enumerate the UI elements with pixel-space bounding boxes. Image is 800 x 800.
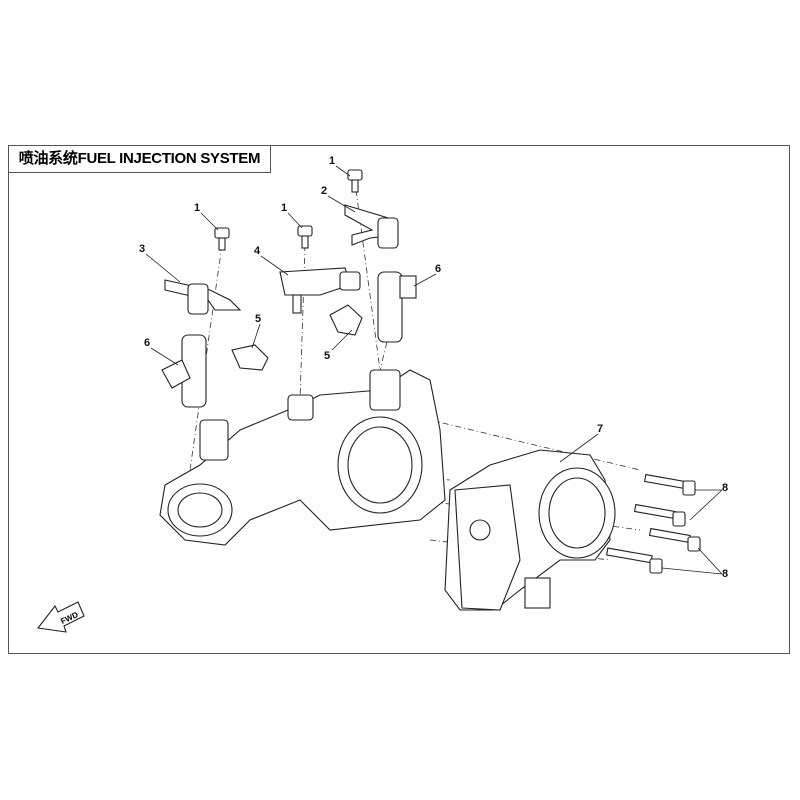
intake-manifold bbox=[159, 369, 446, 546]
clip-part bbox=[231, 304, 363, 371]
callout-7: 7 bbox=[597, 423, 603, 435]
callout-numbers: 1 2 1 1 3 4 6 5 5 6 7 8 8 bbox=[139, 155, 728, 580]
fuel-hose-connector bbox=[164, 204, 399, 315]
flange-bolt bbox=[606, 473, 701, 574]
callout-1: 1 bbox=[329, 155, 335, 167]
forward-arrow-icon: FWD bbox=[36, 601, 85, 633]
callout-5: 5 bbox=[255, 313, 261, 325]
callout-3: 3 bbox=[139, 243, 145, 255]
callout-4: 4 bbox=[254, 245, 261, 257]
callout-1: 1 bbox=[194, 202, 200, 214]
callout-2: 2 bbox=[321, 185, 327, 197]
callout-8: 8 bbox=[722, 568, 728, 580]
map-sensor bbox=[279, 267, 361, 314]
fuel-injector bbox=[161, 271, 417, 408]
callout-1: 1 bbox=[281, 202, 287, 214]
leader-lines bbox=[145, 165, 723, 575]
bolt-part bbox=[214, 169, 363, 251]
callout-6: 6 bbox=[144, 337, 150, 349]
callout-6: 6 bbox=[435, 263, 441, 275]
throttle-body bbox=[444, 449, 616, 611]
diagram-frame bbox=[8, 145, 790, 654]
callout-8: 8 bbox=[722, 482, 728, 494]
diagram-title: 喷油系统FUEL INJECTION SYSTEM bbox=[8, 145, 271, 173]
callout-5: 5 bbox=[324, 350, 330, 362]
